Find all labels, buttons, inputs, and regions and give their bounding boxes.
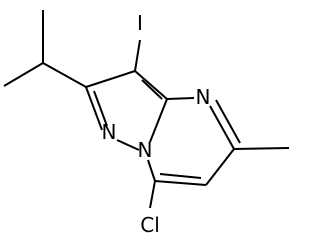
bond-n1-n-bridge [116, 139, 140, 151]
bond-n4-c5-double [215, 99, 241, 144]
atom-iodine: I [137, 11, 143, 35]
bond-c3a-n4 [166, 97, 195, 100]
bond-methyl1-ch [3, 62, 44, 87]
bond-ch-c2 [42, 62, 87, 88]
atom-chlorine: Cl [140, 213, 160, 237]
bond-c7-chlorine [149, 180, 156, 209]
atom-nitrogen-pyrimidine: N [196, 85, 211, 109]
bond-c3-iodine [134, 39, 141, 72]
bond-n4-c5 [209, 105, 235, 150]
bond-c3a-n-bridge [149, 98, 168, 143]
atom-nitrogen-pyrazole: N [102, 120, 117, 144]
bond-c6-c7 [154, 180, 207, 186]
bond-c5-methyl [233, 147, 290, 150]
molecule-structure: I N N N Cl [3, 10, 290, 237]
atom-nitrogen-bridge: N [138, 138, 153, 162]
bond-c3-c3a-double [141, 79, 163, 100]
bond-c6-c7-double [159, 173, 202, 179]
bond-c7-n-bridge [147, 159, 156, 182]
bond-c2-c3 [85, 70, 136, 88]
bond-c2-n1-double [93, 90, 108, 127]
bond-c2-n1 [85, 86, 103, 131]
bond-c5-c6 [205, 148, 235, 186]
bond-c3-c3a [134, 70, 168, 100]
